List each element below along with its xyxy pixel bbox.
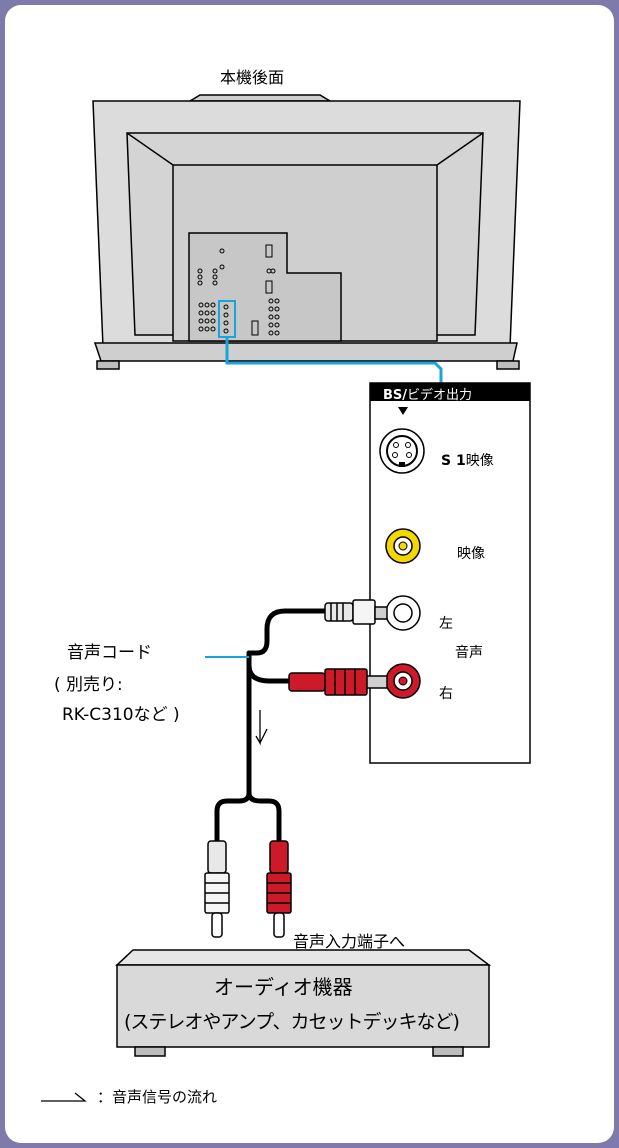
- tv-rear-label: 本機後面: [220, 68, 285, 87]
- connection-line: [225, 337, 443, 383]
- red-plug-top: [288, 668, 388, 696]
- output-panel-header-bold: BS/: [383, 388, 408, 403]
- white-plug-top: [324, 599, 388, 625]
- cable-name-label: 音声コード: [67, 643, 152, 663]
- legend-text: ：音声信号の流れ: [97, 1088, 218, 1106]
- red-plug-bottom: [266, 840, 292, 938]
- audio-right-jack: [385, 663, 421, 699]
- device-examples-label: (ステレオやアンプ、カセットデッキなど): [124, 1011, 460, 1033]
- output-panel: [369, 382, 531, 764]
- diagram-panel: 本機後面 BS/ビデオ出力 S 1映像 映像 左 音声 右 音声コード ( 別売…: [5, 5, 614, 1143]
- audio-input-label: 音声入力端子へ: [293, 932, 406, 951]
- s1-label-text: 映像: [465, 453, 494, 469]
- connection-diagram: [41, 94, 531, 1102]
- tv-terminal-dots: [197, 244, 280, 336]
- output-panel-header: BS/ビデオ出力: [383, 384, 472, 403]
- output-panel-header-text: ビデオ出力: [407, 388, 473, 403]
- audio-device-illustration: [115, 949, 492, 1057]
- s1-video-label: S 1映像: [441, 450, 494, 470]
- signal-flow-arrow: [255, 710, 268, 746]
- tv-rear-illustration: [92, 94, 521, 370]
- video-jack-yellow: [385, 528, 421, 564]
- signal-flow-legend-icon: [41, 1092, 87, 1102]
- s1-video-jack: [379, 428, 425, 474]
- audio-cable: [214, 608, 330, 846]
- audio-left-jack: [385, 595, 421, 631]
- audio-group-label: 音声: [455, 645, 483, 661]
- audio-right-label: 右: [439, 686, 453, 702]
- video-jack-label: 映像: [457, 546, 485, 562]
- device-name-label: オーディオ機器: [214, 975, 353, 999]
- white-plug-bottom: [204, 840, 230, 938]
- cable-note-line1: ( 別売り:: [54, 675, 123, 695]
- cable-note-line2: RK-C310など ): [62, 705, 180, 725]
- audio-left-label: 左: [439, 616, 453, 632]
- s1-label-bold: S 1: [441, 453, 466, 469]
